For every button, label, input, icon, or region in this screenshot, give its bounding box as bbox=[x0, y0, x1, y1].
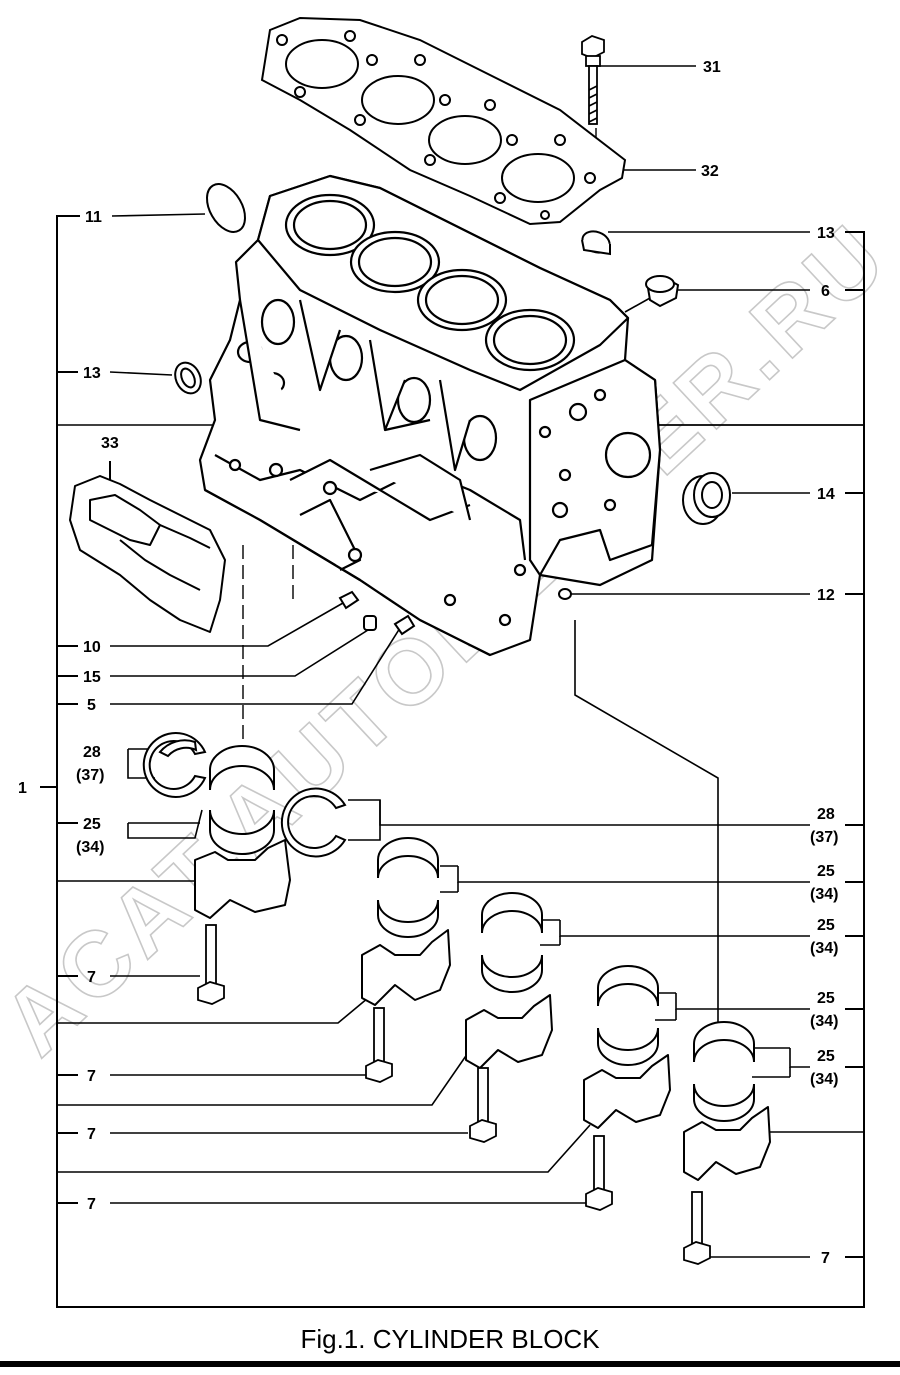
small-parts bbox=[174, 183, 731, 636]
callout-31: 31 bbox=[703, 59, 721, 76]
callout-5: 5 bbox=[87, 697, 96, 714]
callout-25-right-4: 25 bbox=[817, 1048, 835, 1065]
callout-10: 10 bbox=[83, 639, 101, 656]
callout-34-right-3: (34) bbox=[810, 1013, 838, 1030]
callout-labels: 31 32 11 13 13 6 14 33 12 10 15 5 1 28 (… bbox=[18, 59, 838, 1267]
callout-14: 14 bbox=[817, 486, 835, 503]
callout-7-a: 7 bbox=[87, 969, 96, 986]
callout-34-right-4: (34) bbox=[810, 1071, 838, 1088]
callout-34-left: (34) bbox=[76, 839, 104, 856]
oil-baffle bbox=[69, 461, 226, 633]
callout-25-right-3: 25 bbox=[817, 990, 835, 1007]
head-gasket bbox=[260, 16, 627, 226]
cylinder-block bbox=[198, 174, 662, 657]
bearing-caps bbox=[194, 839, 771, 1181]
callout-7-b: 7 bbox=[87, 1068, 96, 1085]
bearing-shells bbox=[209, 745, 755, 1122]
callout-7-e: 7 bbox=[821, 1250, 830, 1267]
callout-25-right-1: 25 bbox=[817, 863, 835, 880]
cap-bolts bbox=[197, 924, 711, 1265]
callout-25-right-2: 25 bbox=[817, 917, 835, 934]
callout-11: 11 bbox=[85, 209, 102, 226]
callout-28-right: 28 bbox=[817, 806, 835, 823]
bracket-frame bbox=[40, 215, 865, 1308]
callout-28-left: 28 bbox=[83, 744, 101, 761]
callout-13-right: 13 bbox=[817, 225, 835, 242]
callout-34-right-1: (34) bbox=[810, 886, 838, 903]
callout-33: 33 bbox=[101, 435, 119, 452]
callout-1: 1 bbox=[18, 780, 27, 797]
figure-caption: Fig.1. CYLINDER BLOCK bbox=[300, 1324, 600, 1354]
callout-37-right: (37) bbox=[810, 829, 838, 846]
callout-34-right-2: (34) bbox=[810, 940, 838, 957]
callout-37-left: (37) bbox=[76, 767, 104, 784]
callout-7-d: 7 bbox=[87, 1196, 96, 1213]
thrust-washers bbox=[142, 732, 347, 858]
callout-7-c: 7 bbox=[87, 1126, 96, 1143]
callout-15: 15 bbox=[83, 669, 101, 686]
callout-12: 12 bbox=[817, 587, 835, 604]
callout-25-left: 25 bbox=[83, 816, 101, 833]
callout-32: 32 bbox=[701, 163, 719, 180]
callout-6: 6 bbox=[821, 283, 830, 300]
callout-13-left: 13 bbox=[83, 365, 101, 382]
head-bolt bbox=[581, 35, 605, 125]
